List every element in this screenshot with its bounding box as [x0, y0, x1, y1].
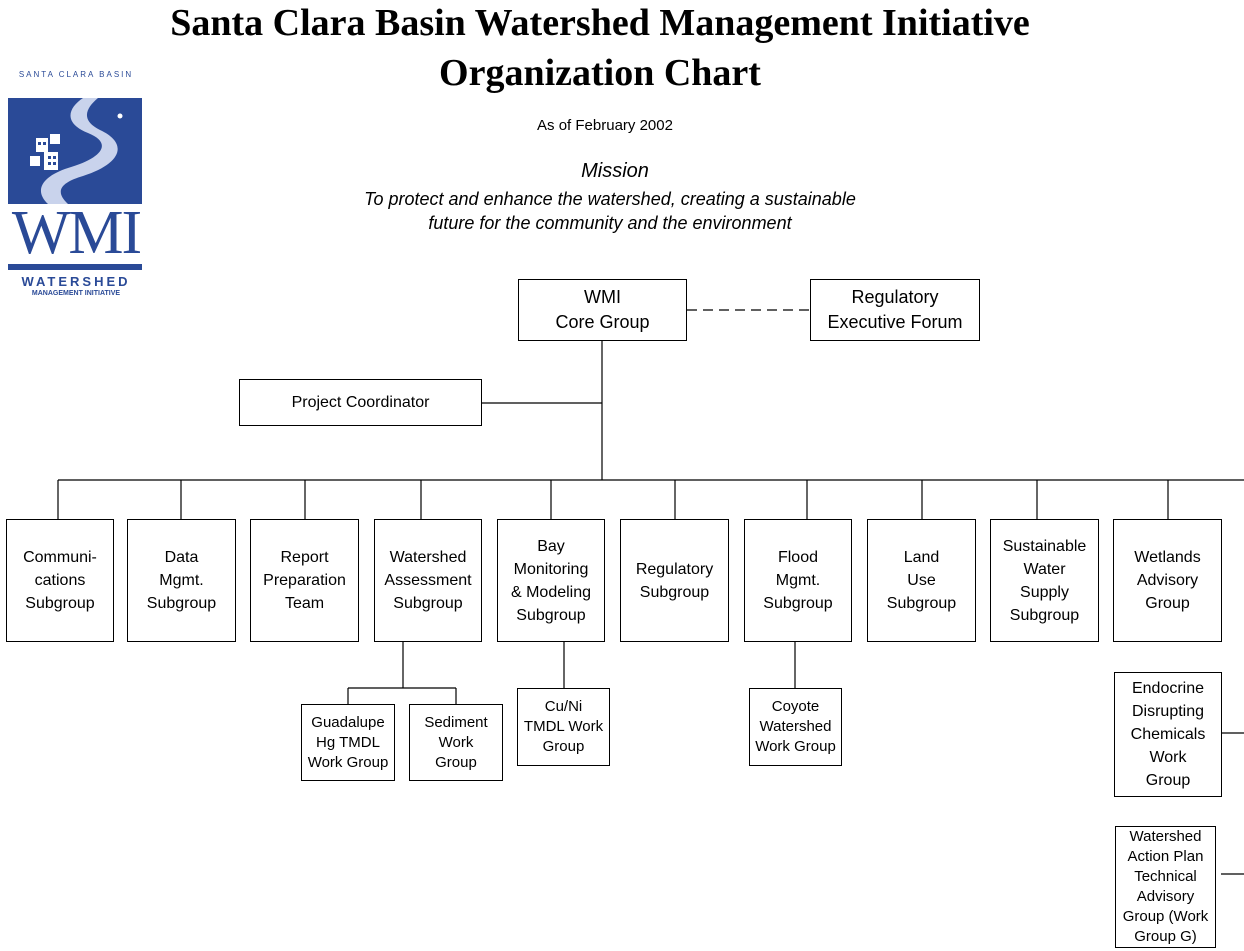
subgroup-data-mgmt: Data Mgmt. Subgroup	[127, 519, 236, 642]
work-group-label: Coyote Watershed Work Group	[755, 698, 836, 755]
subgroup-watershed-assessment: Watershed Assessment Subgroup	[374, 519, 482, 642]
wmi-core-group-box: WMI Core Group	[518, 279, 687, 341]
subgroup-land-use: Land Use Subgroup	[867, 519, 976, 642]
work-group-coyote: Coyote Watershed Work Group	[749, 688, 842, 766]
mission-heading: Mission	[581, 160, 649, 182]
mission-statement-text: To protect and enhance the watershed, cr…	[364, 189, 856, 233]
mission-statement: To protect and enhance the watershed, cr…	[300, 187, 920, 235]
logo-emblem-icon	[8, 98, 142, 204]
logo-bar	[8, 264, 142, 270]
work-group-endocrine: Endocrine Disrupting Chemicals Work Grou…	[1114, 672, 1222, 797]
project-coordinator-box: Project Coordinator	[239, 379, 482, 426]
logo-sub-text: WATERSHED	[21, 274, 131, 289]
logo-wordmark: WMI	[11, 199, 142, 267]
chart-title: Santa Clara Basin Watershed Management I…	[170, 2, 1030, 44]
wmi-core-group-label: WMI Core Group	[555, 287, 650, 332]
logo-top-text: SANTA CLARA BASIN	[18, 70, 134, 79]
subgroup-label: Data Mgmt. Subgroup	[146, 549, 217, 612]
subgroup-label: Wetlands Advisory Group	[1134, 549, 1201, 612]
logo-bottom-text: MANAGEMENT INITIATIVE	[31, 290, 121, 297]
work-group-action-plan: Watershed Action Plan Technical Advisory…	[1115, 826, 1216, 948]
subgroup-flood-mgmt: Flood Mgmt. Subgroup	[744, 519, 852, 642]
work-group-label: Watershed Action Plan Technical Advisory…	[1122, 828, 1209, 945]
subgroup-label: Flood Mgmt. Subgroup	[763, 549, 833, 612]
subgroup-wetlands-advisory: Wetlands Advisory Group	[1113, 519, 1222, 642]
work-group-label: Cu/Ni TMDL Work Group	[523, 698, 604, 755]
project-coordinator-label: Project Coordinator	[291, 394, 430, 411]
subgroup-label: Land Use Subgroup	[886, 549, 957, 612]
subgroup-report-preparation: Report Preparation Team	[250, 519, 359, 642]
work-group-cu-ni: Cu/Ni TMDL Work Group	[517, 688, 610, 766]
subgroup-label: Bay Monitoring & Modeling Subgroup	[510, 537, 592, 624]
subgroup-label: Watershed Assessment Subgroup	[384, 549, 472, 612]
subgroup-label: Sustainable Water Supply Subgroup	[1002, 537, 1087, 624]
subgroup-communications: Communi- cations Subgroup	[6, 519, 114, 642]
subgroup-label: Report Preparation Team	[263, 549, 346, 612]
subgroup-label: Regulatory Subgroup	[635, 560, 714, 601]
chart-subtitle: Organization Chart	[439, 52, 761, 94]
work-group-label: Guadalupe Hg TMDL Work Group	[307, 713, 389, 771]
date-label: As of February 2002	[537, 117, 673, 134]
subgroup-bay-monitoring: Bay Monitoring & Modeling Subgroup	[497, 519, 605, 642]
subgroup-sustainable-water-supply: Sustainable Water Supply Subgroup	[990, 519, 1099, 642]
regulatory-executive-forum-label: Regulatory Executive Forum	[827, 287, 963, 332]
wmi-logo: SANTA CLARA BASIN WMI WATERSHED MANAGEME…	[8, 70, 148, 310]
work-group-guadalupe: Guadalupe Hg TMDL Work Group	[301, 704, 395, 781]
regulatory-executive-forum-box: Regulatory Executive Forum	[810, 279, 980, 341]
subgroup-label: Communi- cations Subgroup	[23, 549, 97, 612]
work-group-label: Sediment Work Group	[424, 713, 488, 771]
work-group-label: Endocrine Disrupting Chemicals Work Grou…	[1130, 680, 1206, 789]
subgroup-regulatory: Regulatory Subgroup	[620, 519, 729, 642]
work-group-sediment: Sediment Work Group	[409, 704, 503, 781]
